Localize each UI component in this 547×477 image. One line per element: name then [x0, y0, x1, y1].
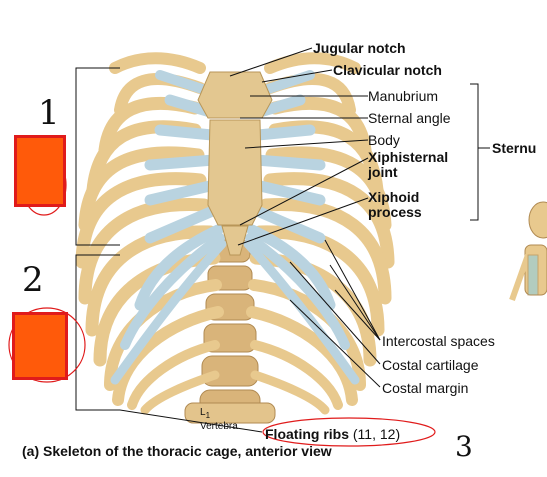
label-sternum: Sternu [492, 140, 537, 156]
costal-cartilages [110, 70, 360, 385]
xiphoid-process [221, 225, 249, 256]
label-manubrium: Manubrium [368, 88, 439, 104]
label-xiphisternal-joint-line1: Xiphisternal [368, 149, 449, 165]
manubrium [197, 71, 273, 119]
label-costal-margin: Costal margin [382, 380, 469, 396]
label-sternal-angle: Sternal angle [368, 110, 451, 126]
handwritten-mark-3: 3 [455, 430, 473, 463]
label-floating-ribs: Floating ribs (11, 12) [265, 426, 400, 442]
red-cover-box-2 [12, 312, 68, 380]
annotation-circle-floating [262, 417, 436, 447]
label-intercostal-spaces: Intercostal spaces [382, 333, 495, 349]
red-cover-box-1 [14, 135, 66, 207]
label-vertebra-sub: 1 [205, 411, 211, 420]
label-costal-cartilage: Costal cartilage [382, 357, 479, 373]
sternum-body [207, 119, 263, 226]
label-xiphoid-process-line1: Xiphoid [368, 189, 420, 205]
label-xiphoid-process-line2: process [368, 204, 422, 220]
leader-lines [75, 47, 490, 433]
handwritten-mark-1: 1 [38, 93, 60, 133]
sternum [197, 71, 273, 256]
label-floating-ribs-range: (11, 12) [352, 426, 401, 442]
label-clavicular-notch: Clavicular notch [333, 62, 442, 78]
label-vertebra-text: Vertebra [200, 421, 238, 432]
label-floating-ribs-name: Floating ribs [265, 426, 349, 442]
ribs-right [246, 73, 395, 415]
label-body: Body [368, 132, 400, 148]
annotation-circle-2 [8, 307, 86, 383]
handwritten-mark-2: 2 [22, 260, 44, 300]
label-vertebra-number: L [200, 407, 206, 418]
label-xiphisternal-joint-line2: joint [368, 164, 398, 180]
clavicles [109, 52, 361, 74]
label-vertebra: L1 Vertebra [200, 407, 238, 432]
label-jugular-notch: Jugular notch [313, 40, 406, 56]
figure-caption: (a) Skeleton of the thoracic cage, anter… [22, 443, 332, 459]
mini-skeleton [509, 201, 547, 302]
